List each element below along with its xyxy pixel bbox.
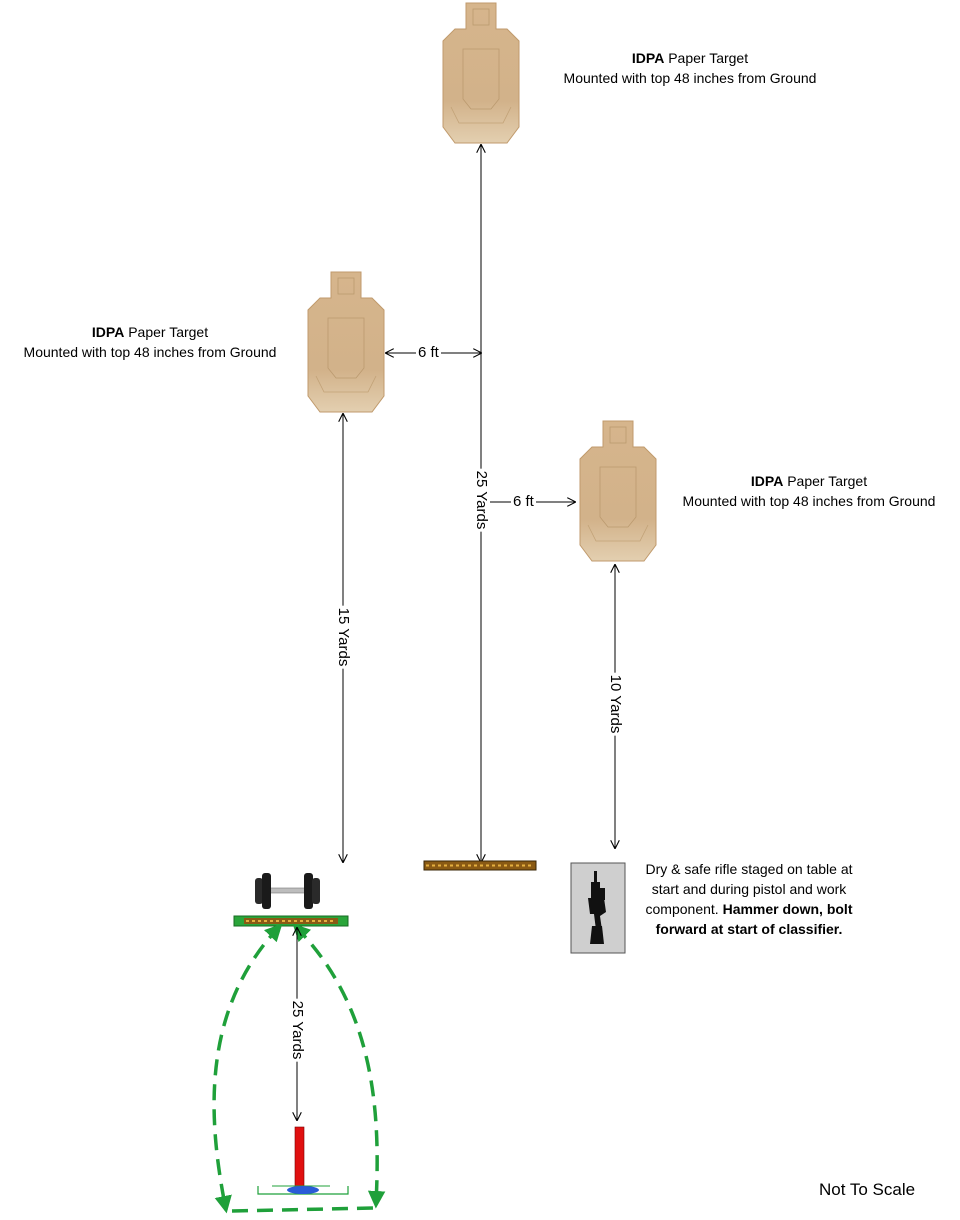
target-right-label: IDPA Paper Target Mounted with top 48 in…	[665, 471, 953, 511]
target-center-type: Paper Target	[668, 50, 749, 66]
rifle-note: Dry & safe rifle staged on table at star…	[634, 859, 864, 939]
target-left	[307, 271, 385, 413]
target-left-brand: IDPA	[91, 324, 125, 340]
right-spacing-label: 6 ft	[511, 493, 536, 511]
target-right	[579, 420, 657, 562]
center-table	[423, 860, 537, 871]
scale-note: Not To Scale	[819, 1180, 916, 1199]
center-distance-label: 25 Yards	[472, 468, 490, 532]
target-left-label: IDPA Paper Target Mounted with top 48 in…	[6, 322, 294, 362]
target-center	[442, 2, 520, 144]
start-box	[257, 1185, 349, 1195]
target-center-label: IDPA Paper Target Mounted with top 48 in…	[546, 48, 834, 88]
target-right-type: Paper Target	[787, 473, 868, 489]
rifle-icon	[588, 871, 606, 944]
target-right-brand: IDPA	[750, 473, 784, 489]
rifle-staging-box	[570, 862, 626, 954]
target-center-brand: IDPA	[631, 50, 665, 66]
movement-path-left	[212, 923, 283, 1214]
rifle-note-text: Dry & safe rifle staged on table at star…	[645, 861, 853, 917]
right-distance-label: 10 Yards	[606, 672, 624, 736]
work-table	[233, 915, 349, 927]
movement-path-right	[292, 923, 386, 1209]
movement-path-bottom	[231, 1206, 375, 1213]
rifle-note-bold: Hammer down, bolt forward at start of cl…	[655, 901, 853, 937]
start-mat	[287, 1186, 319, 1194]
start-post	[294, 1126, 305, 1188]
left-distance-label: 15 Yards	[334, 605, 352, 669]
start-distance-label: 25 Yards	[288, 998, 306, 1062]
target-left-type: Paper Target	[128, 324, 209, 340]
target-left-mount: Mounted with top 48 inches from Ground	[23, 344, 277, 360]
dumbbell-icon	[255, 873, 320, 909]
target-center-mount: Mounted with top 48 inches from Ground	[563, 70, 817, 86]
left-spacing-label: 6 ft	[416, 344, 441, 362]
target-right-mount: Mounted with top 48 inches from Ground	[682, 493, 936, 509]
